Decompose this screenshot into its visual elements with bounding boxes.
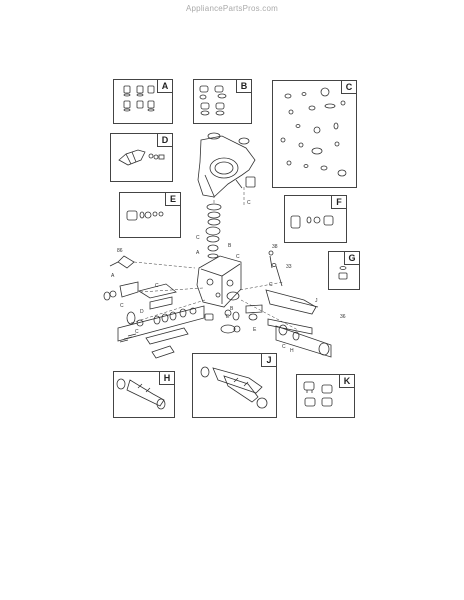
callout-j: J bbox=[315, 298, 318, 304]
callout-36: 36 bbox=[340, 314, 346, 320]
kit-a-letter: A bbox=[157, 80, 172, 93]
kit-d-parts bbox=[118, 149, 165, 166]
kit-b-parts bbox=[199, 85, 227, 116]
callout-c4: C bbox=[120, 303, 124, 309]
kit-d-letter: D bbox=[157, 134, 172, 147]
callout-c1: C bbox=[247, 200, 251, 206]
kit-k-box: K bbox=[296, 374, 355, 418]
pump-housing bbox=[197, 132, 256, 198]
callout-c5: C bbox=[155, 283, 159, 289]
watermark: AppliancePartsPros.com bbox=[186, 4, 278, 13]
kit-h-letter: H bbox=[159, 372, 174, 385]
kit-j-box: J bbox=[192, 353, 277, 418]
callout-38: 38 bbox=[272, 244, 278, 250]
kit-f-box: F bbox=[284, 195, 347, 243]
callout-e1: E bbox=[253, 327, 257, 333]
callout-d: D bbox=[140, 309, 144, 315]
kit-e-parts bbox=[126, 210, 164, 221]
callout-a: A bbox=[196, 250, 200, 256]
callout-b2: B bbox=[230, 306, 234, 312]
kit-g-box: G bbox=[328, 251, 360, 290]
kit-b-letter: B bbox=[236, 80, 251, 93]
right-parts bbox=[204, 250, 332, 358]
callout-c7: C bbox=[135, 329, 139, 335]
left-parts bbox=[103, 255, 205, 359]
callout-e2: E bbox=[226, 314, 230, 320]
kit-a-parts bbox=[123, 85, 155, 112]
center-stack bbox=[205, 203, 222, 259]
kit-c-letter: C bbox=[341, 81, 356, 94]
kit-e-letter: E bbox=[165, 193, 180, 206]
kit-c-parts bbox=[280, 87, 347, 177]
kit-d-box: D bbox=[110, 133, 173, 182]
callout-c8: C bbox=[282, 344, 286, 350]
kit-k-letter: K bbox=[339, 375, 354, 388]
callout-33: 33 bbox=[286, 264, 292, 270]
assembly-lines bbox=[130, 187, 299, 331]
kit-g-parts bbox=[338, 266, 348, 280]
kit-j-parts bbox=[200, 366, 268, 409]
kit-h-box: H bbox=[113, 371, 175, 418]
callout-c3: C bbox=[236, 254, 240, 260]
kit-j-letter: J bbox=[261, 354, 276, 367]
kit-f-letter: F bbox=[331, 196, 346, 209]
kit-k-parts bbox=[303, 381, 333, 407]
kit-e-box: E bbox=[119, 192, 181, 238]
kit-f-parts bbox=[290, 215, 334, 229]
callout-c2: C bbox=[196, 235, 200, 241]
callout-labels: C C B A C 86 38 33 36 A C C C E E D C C … bbox=[111, 200, 346, 354]
kit-h-parts bbox=[116, 378, 166, 410]
callout-h: H bbox=[290, 348, 294, 354]
callout-c6: C bbox=[269, 282, 273, 288]
kit-g-letter: G bbox=[344, 252, 359, 265]
callout-86: 86 bbox=[117, 248, 123, 254]
pump-head bbox=[196, 255, 242, 308]
callout-b: B bbox=[228, 243, 232, 249]
callout-a2: A bbox=[111, 273, 115, 279]
